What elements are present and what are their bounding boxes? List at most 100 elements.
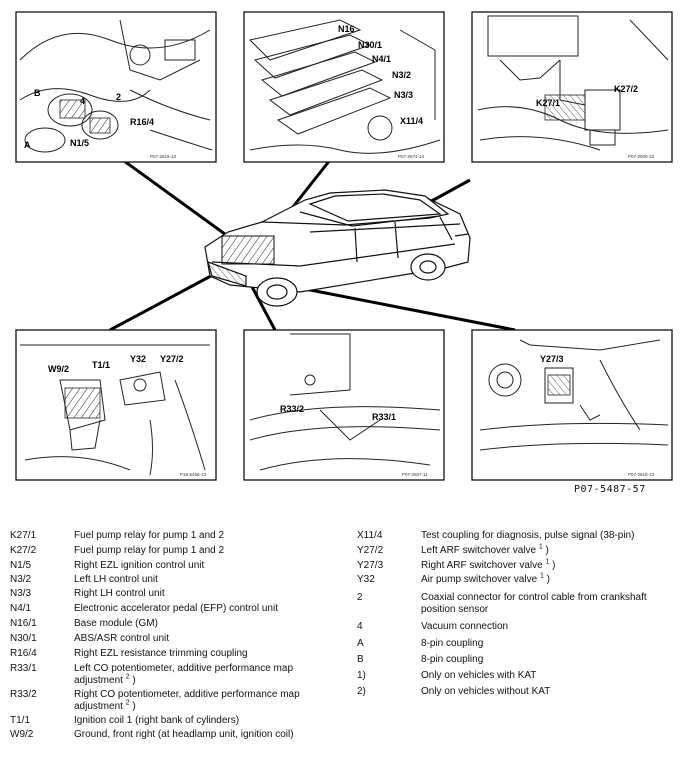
- legend-description: Electronic accelerator pedal (EFP) contr…: [74, 603, 336, 615]
- panel-tag: R33/1: [372, 412, 396, 422]
- legend-code: K27/2: [10, 545, 37, 556]
- detail-panel-top-center: N16 N30/1 N4/1 N3/2 N3/3 X11/4 P07-2674-…: [243, 11, 445, 163]
- footnote-marker: 1: [545, 558, 550, 566]
- panel-ref: P07-2616-13: [628, 472, 655, 477]
- detail-panel-top-right: K27/2 K27/1 P07-2000-13: [471, 11, 673, 163]
- legend-description: Ignition coil 1 (right bank of cylinders…: [74, 715, 336, 727]
- legend-code: R16/4: [10, 648, 37, 659]
- panel-tag: A: [24, 140, 31, 150]
- legend-description-text: Right EZL resistance trimming coupling: [74, 648, 248, 659]
- legend-description-text: Base module (GM): [74, 618, 158, 629]
- legend-description-text: Vacuum connection: [421, 621, 509, 632]
- legend-description: Fuel pump relay for pump 1 and 2: [74, 545, 336, 557]
- leader-lines: [109, 156, 516, 332]
- legend-description: Test coupling for diagnosis, pulse signa…: [421, 530, 673, 542]
- panel-tag: K27/2: [614, 84, 638, 94]
- footnote-marker: 1: [539, 572, 544, 580]
- legend-description: Ground, front right (at headlamp unit, i…: [74, 729, 336, 741]
- legend-description-text: Fuel pump relay for pump 1 and 2: [74, 530, 225, 541]
- legend-code: 2): [357, 686, 366, 697]
- legend-code: N3/2: [10, 574, 32, 585]
- legend-description: ABS/ASR control unit: [74, 633, 336, 645]
- legend-description: Coaxial connector for control cable from…: [421, 592, 673, 616]
- legend-description-text: Air pump switchover valve: [421, 574, 538, 585]
- legend-description-text: Ground, front right (at headlamp unit, i…: [74, 729, 294, 740]
- legend-code: N1/5: [10, 560, 32, 571]
- footnote-marker: 2: [125, 673, 130, 681]
- legend-code: N4/1: [10, 603, 32, 614]
- legend-description-text: Test coupling for diagnosis, pulse signa…: [421, 530, 635, 541]
- panel-tag: N3/3: [394, 90, 413, 100]
- panel-tag: N30/1: [358, 40, 382, 50]
- panel-ref: P07-2000-13: [628, 154, 655, 159]
- panel-ref: P15-5466-13: [180, 472, 207, 477]
- legend-description: Right LH control unit: [74, 588, 336, 600]
- legend-code: Y27/3: [357, 560, 384, 571]
- legend-description: Right EZL ignition control unit: [74, 560, 336, 572]
- legend-description: 8-pin coupling: [421, 638, 673, 650]
- legend-description: Left ARF switchover valve 1 ): [421, 543, 549, 556]
- legend-description: Right CO potentiometer, additive perform…: [74, 689, 300, 712]
- legend-code: R33/1: [10, 663, 37, 674]
- legend-description-text: Electronic accelerator pedal (EFP) contr…: [74, 603, 278, 614]
- legend-description-text: Left CO potentiometer, additive performa…: [74, 663, 294, 686]
- legend-description: Only on vehicles without KAT: [421, 686, 673, 698]
- legend-code: B: [357, 654, 364, 665]
- panel-tag: Y27/3: [540, 354, 564, 364]
- panel-tag: N16: [338, 24, 355, 34]
- panel-tag: R33/2: [280, 404, 304, 414]
- panel-tag: N3/2: [392, 70, 411, 80]
- legend-description: Right ARF switchover valve 1 ): [421, 558, 556, 571]
- footnote-marker: 1: [538, 543, 543, 551]
- detail-panel-bottom-center: R33/2 R33/1 P07-2657-11: [243, 329, 445, 481]
- legend-description: Left CO potentiometer, additive performa…: [74, 663, 294, 686]
- panel-tag: B: [34, 88, 41, 98]
- legend-description-text: ABS/ASR control unit: [74, 633, 170, 644]
- legend-description: Base module (GM): [74, 618, 336, 630]
- legend-description-text: Coaxial connector for control cable from…: [421, 592, 647, 615]
- footnote-marker: 2: [125, 699, 130, 707]
- legend-code: 1): [357, 670, 366, 681]
- panel-tag: 2: [116, 92, 121, 102]
- panel-tag: Y27/2: [160, 354, 184, 364]
- legend-description-text: Only on vehicles with KAT: [421, 670, 537, 681]
- legend-code: N16/1: [10, 618, 37, 629]
- legend-description-text: Left LH control unit: [74, 574, 158, 585]
- legend-code: R33/2: [10, 689, 37, 700]
- legend-description-text: 8-pin coupling: [421, 638, 484, 649]
- legend-description-text: Right CO potentiometer, additive perform…: [74, 689, 300, 712]
- panel-tag: N1/5: [70, 138, 89, 148]
- legend-code: N3/3: [10, 588, 32, 599]
- legend-description: Fuel pump relay for pump 1 and 2: [74, 530, 336, 542]
- panel-ref: P07-2657-11: [402, 472, 428, 477]
- legend-code: 2: [357, 592, 363, 603]
- legend-code: T1/1: [10, 715, 31, 726]
- detail-panel-bottom-left: W9/2 T1/1 Y32 Y27/2 P15-5466-13: [15, 329, 217, 481]
- legend-description-text: Right ARF switchover valve: [421, 560, 543, 571]
- legend-code: K27/1: [10, 530, 37, 541]
- legend-description-text: Ignition coil 1 (right bank of cylinders…: [74, 715, 240, 726]
- legend-description-text: Right EZL ignition control unit: [74, 560, 205, 571]
- legend-description: Only on vehicles with KAT: [421, 670, 673, 682]
- detail-panel-top-left: B 4 2 R16/4 A N1/5 P07-2616-13: [15, 11, 217, 163]
- legend-description-text: Right LH control unit: [74, 588, 165, 599]
- legend-code: X11/4: [357, 530, 383, 541]
- panel-tag: K27/1: [536, 98, 560, 108]
- panel-ref: P07-2674-13: [398, 154, 425, 159]
- legend-code: Y27/2: [357, 545, 384, 556]
- legend-description-text: Only on vehicles without KAT: [421, 686, 551, 697]
- legend-code: W9/2: [10, 729, 34, 740]
- figure-number: P07-5487-57: [574, 484, 646, 495]
- panel-tag: 4: [80, 96, 85, 106]
- legend-description: Air pump switchover valve 1 ): [421, 572, 550, 585]
- legend-code: 4: [357, 621, 363, 632]
- legend-code: Y32: [357, 574, 375, 585]
- panel-tag: Y32: [130, 354, 146, 364]
- legend-code: A: [357, 638, 364, 649]
- panel-tag: T1/1: [92, 360, 110, 370]
- legend-right: X11/4 Test coupling for diagnosis, pulse …: [357, 530, 677, 710]
- panel-tag: R16/4: [130, 117, 154, 127]
- panel-tag: X11/4: [400, 116, 423, 126]
- legend-description: Right EZL resistance trimming coupling: [74, 648, 336, 660]
